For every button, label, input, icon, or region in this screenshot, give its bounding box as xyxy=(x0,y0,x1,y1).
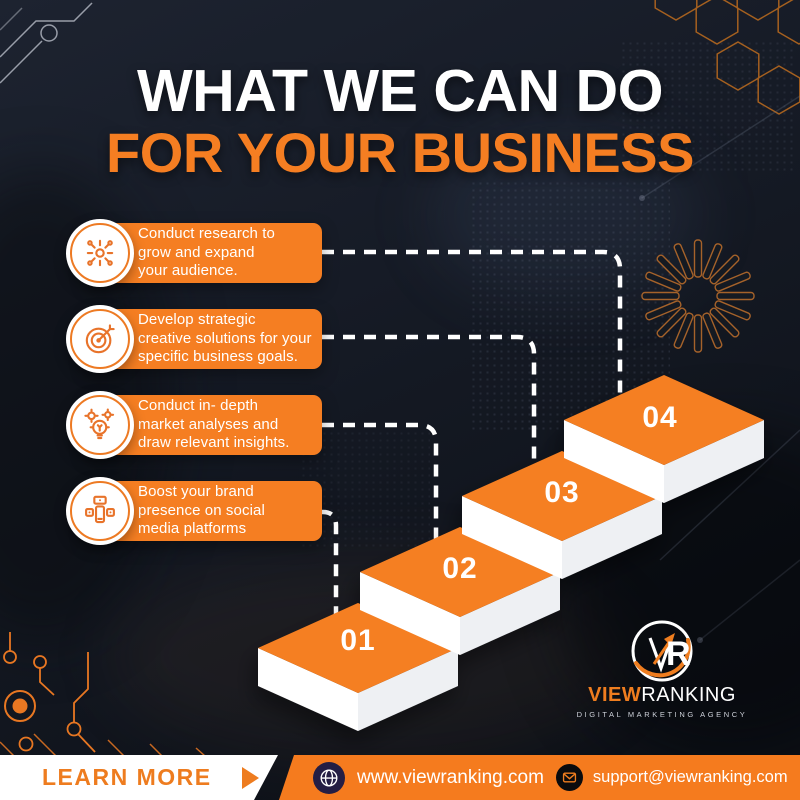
brand-tagline: DIGITAL MARKETING AGENCY xyxy=(576,710,748,719)
email-group: support@viewranking.com xyxy=(555,764,788,791)
insight-bulb-icon xyxy=(84,408,115,440)
step-label-1: 01 xyxy=(340,624,375,657)
step-label-4: 04 xyxy=(642,401,677,434)
viewranking-logo-mark: R xyxy=(631,620,693,682)
arrow-right-icon xyxy=(241,766,259,789)
social-media-icon xyxy=(85,495,115,524)
dashed-connectors xyxy=(320,249,623,616)
brand-bold: VIEW xyxy=(588,684,642,706)
starburst-decoration xyxy=(641,239,755,353)
viewranking-wordmark: VIEWRANKING DIGITAL MARKETING AGENCY xyxy=(570,684,754,719)
brand-light: RANKING xyxy=(641,684,736,706)
globe-icon xyxy=(313,761,345,794)
service-item-1: Conduct research to grow and expand your… xyxy=(66,219,322,287)
logo-letter-r: R xyxy=(666,635,691,673)
circuit-lines-bottom-left xyxy=(0,632,206,757)
audience-network-icon xyxy=(86,239,114,267)
service-text: Develop strategic creative solutions for… xyxy=(138,311,312,366)
step-label-2: 02 xyxy=(442,552,477,585)
contact-bar: www.viewranking.com support@viewranking.… xyxy=(279,755,800,800)
circuit-lines-top-left xyxy=(0,2,93,84)
email-link[interactable]: support@viewranking.com xyxy=(592,768,788,786)
service-text: Conduct in- depth market analyses and dr… xyxy=(138,397,290,452)
target-goals-icon xyxy=(85,324,115,354)
title-line-1: WHAT WE CAN DO xyxy=(136,58,664,124)
title-line-2: FOR YOUR BUSINESS xyxy=(106,121,694,184)
service-item-3: Conduct in- depth market analyses and dr… xyxy=(66,391,322,459)
service-badge xyxy=(66,305,134,373)
service-badge xyxy=(66,219,134,287)
learn-more-label: LEARN MORE xyxy=(42,764,212,790)
service-item-4: Boost your brand presence on social medi… xyxy=(66,477,322,545)
network-lines xyxy=(639,95,800,643)
service-text: Boost your brand presence on social medi… xyxy=(138,483,265,538)
learn-more-button[interactable]: LEARN MORE xyxy=(0,755,278,800)
service-badge xyxy=(66,477,134,545)
page-title: WHAT WE CAN DO FOR YOUR BUSINESS xyxy=(0,62,800,181)
step-label-3: 03 xyxy=(544,476,579,509)
website-link[interactable]: www.viewranking.com xyxy=(357,766,544,788)
service-text: Conduct research to grow and expand your… xyxy=(138,225,275,280)
email-icon xyxy=(555,764,583,791)
service-badge xyxy=(66,391,134,459)
service-bar: Conduct research to grow and expand your… xyxy=(86,223,322,283)
stair-step-4: 04 xyxy=(564,375,764,503)
service-item-2: Develop strategic creative solutions for… xyxy=(66,305,322,373)
